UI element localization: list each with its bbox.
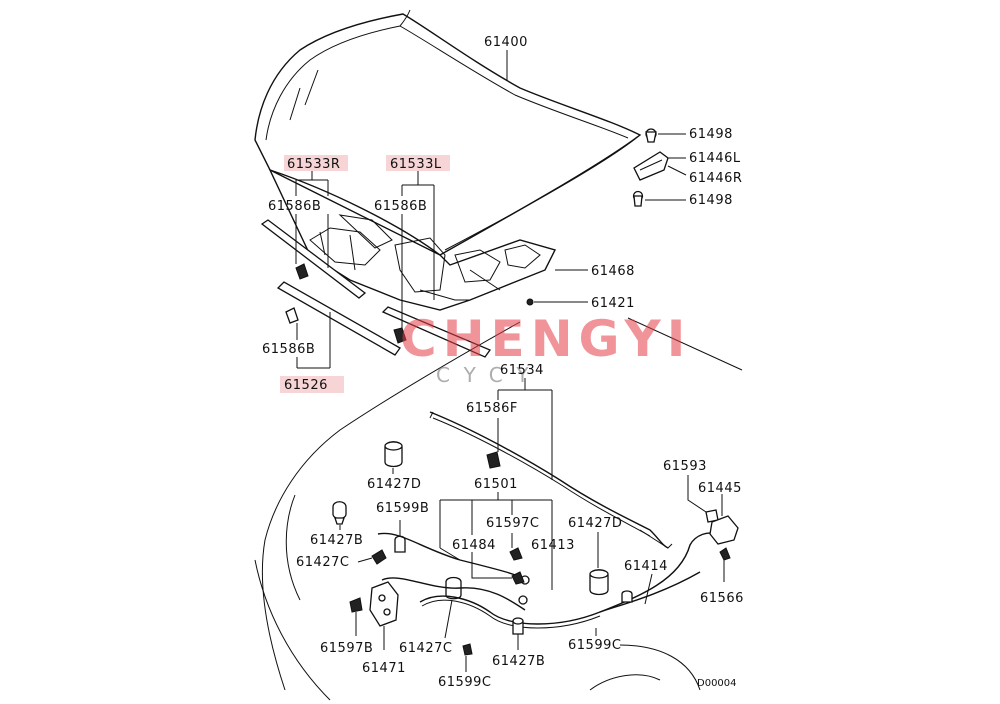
label-61427B-left: 61427B xyxy=(310,533,363,548)
engine-bay-outline xyxy=(254,321,701,701)
highlight-61526 xyxy=(280,376,344,393)
label-61534: 61534 xyxy=(500,363,544,378)
label-61446L: 61446L xyxy=(689,151,741,166)
label-61414: 61414 xyxy=(624,559,668,574)
label-61427C-left: 61427C xyxy=(296,555,349,570)
label-61586B-lower: 61586B xyxy=(262,342,315,357)
label-61586B-mid: 61586B xyxy=(374,199,427,214)
hood-hinge-assembly xyxy=(632,128,687,207)
label-61427D-right: 61427D xyxy=(568,516,622,531)
label-61468: 61468 xyxy=(591,264,635,279)
label-61533R: 61533R xyxy=(287,157,340,172)
label-61597B: 61597B xyxy=(320,641,373,656)
label-61566: 61566 xyxy=(700,591,744,606)
label-61599C-right: 61599C xyxy=(568,638,621,653)
right-components xyxy=(462,475,739,672)
label-61599C-bottom: 61599C xyxy=(438,675,491,690)
label-61597C: 61597C xyxy=(486,516,539,531)
hood-insulator-area xyxy=(526,269,743,371)
release-cables xyxy=(377,492,716,629)
label-61526: 61526 xyxy=(284,378,328,393)
highlight-61533L xyxy=(386,155,450,171)
label-61445: 61445 xyxy=(698,481,742,496)
hood-panel xyxy=(254,9,642,311)
label-61501: 61501 xyxy=(474,477,518,492)
label-61413: 61413 xyxy=(531,538,575,553)
label-61498-top: 61498 xyxy=(689,127,733,142)
label-61427B-lower: 61427B xyxy=(492,654,545,669)
left-components xyxy=(332,441,462,650)
label-61427C-lower: 61427C xyxy=(399,641,452,656)
watermark-main: CHENGYI xyxy=(400,310,691,368)
label-61471: 61471 xyxy=(362,661,406,676)
highlight-61533R xyxy=(284,155,348,171)
watermark-sub: CYCY xyxy=(436,363,543,387)
label-61498-bottom: 61498 xyxy=(689,193,733,208)
label-61400: 61400 xyxy=(484,35,528,50)
label-61599B: 61599B xyxy=(376,501,429,516)
label-61427D-left: 61427D xyxy=(367,477,421,492)
label-61586F: 61586F xyxy=(466,401,518,416)
label-61484: 61484 xyxy=(452,538,496,553)
label-61533L: 61533L xyxy=(390,157,442,172)
label-61421: 61421 xyxy=(591,296,635,311)
label-61593: 61593 xyxy=(663,459,707,474)
diagram-code: D00004 xyxy=(697,678,737,689)
hood-seals xyxy=(260,171,492,369)
label-61586B-left: 61586B xyxy=(268,199,321,214)
label-61446R: 61446R xyxy=(689,171,742,186)
